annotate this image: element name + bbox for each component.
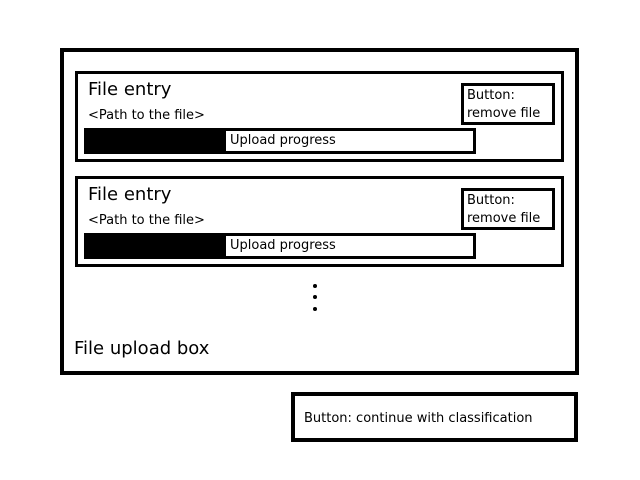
remove-file-button-label-line2: remove file: [467, 106, 541, 121]
upload-progress-bar: Upload progress: [84, 128, 476, 154]
ellipsis-dot: [313, 295, 317, 299]
file-entry: File entry <Path to the file> Button: re…: [75, 176, 564, 267]
continue-classification-button-label: Button: continue with classification: [304, 411, 533, 426]
remove-file-button-label-line2: remove file: [467, 211, 541, 226]
upload-progress-label: Upload progress: [230, 133, 336, 148]
ellipsis-dot: [313, 284, 317, 288]
remove-file-button-label-line1: Button:: [467, 193, 515, 208]
ellipsis-dot: [313, 307, 317, 311]
upload-progress-label: Upload progress: [230, 238, 336, 253]
more-entries-ellipsis-icon: [313, 284, 319, 318]
file-path: <Path to the file>: [88, 108, 205, 123]
file-entry-title: File entry: [88, 184, 172, 205]
upload-progress-fill: [87, 131, 226, 151]
upload-progress-bar: Upload progress: [84, 233, 476, 259]
remove-file-button[interactable]: Button: remove file: [461, 188, 555, 230]
file-upload-box-label: File upload box: [74, 338, 210, 359]
file-upload-box[interactable]: File entry <Path to the file> Button: re…: [60, 48, 579, 375]
upload-progress-fill: [87, 236, 226, 256]
continue-classification-button[interactable]: Button: continue with classification: [291, 392, 578, 442]
file-path: <Path to the file>: [88, 213, 205, 228]
remove-file-button-label-line1: Button:: [467, 88, 515, 103]
file-entry-title: File entry: [88, 79, 172, 100]
remove-file-button[interactable]: Button: remove file: [461, 83, 555, 125]
file-entry: File entry <Path to the file> Button: re…: [75, 71, 564, 162]
